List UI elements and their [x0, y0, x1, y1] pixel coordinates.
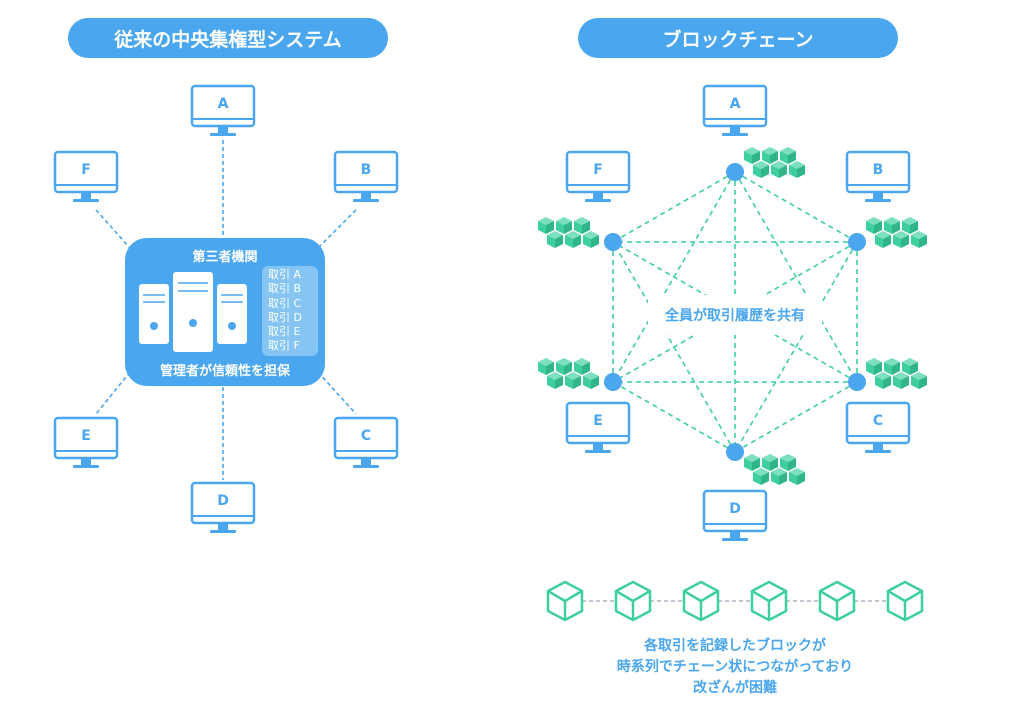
node-label-d: D: [729, 501, 741, 517]
mesh-caption-bg: [648, 295, 822, 335]
node-label-e: E: [593, 413, 603, 429]
third-party-caption: 管理者が信頼性を担保: [159, 364, 290, 379]
node-label-c: C: [360, 428, 372, 444]
chain-caption: 各取引を記録したブロックが 時系列でチェーン状につながっており 改ざんが困難: [560, 636, 910, 699]
ledger-item: 取引 E: [268, 325, 301, 339]
node-label-a: A: [729, 96, 741, 112]
ledger-panel: [262, 266, 318, 356]
third-party-title: 第三者機関: [192, 250, 258, 265]
node-label-c: C: [872, 413, 884, 429]
server-icon: [137, 270, 249, 354]
chain-caption-line: 時系列でチェーン状につながっており: [616, 659, 854, 675]
left-connectors: [95, 140, 357, 480]
ledger-list: 取引 A 取引 B 取引 C 取引 D 取引 E 取引 F: [268, 268, 316, 354]
ledger-item: 取引 B: [268, 282, 302, 296]
chain-caption-line: 各取引を記録したブロックが: [644, 638, 826, 654]
mesh-connectors: [612, 171, 858, 453]
node-label-f: F: [593, 162, 603, 178]
node-label-d: D: [217, 493, 229, 509]
ledger-item: 取引 F: [268, 339, 300, 353]
node-label-f: F: [81, 162, 91, 178]
node-label-b: B: [872, 162, 884, 178]
shared-ledger-caption: 全員が取引履歴を共有: [665, 308, 805, 324]
left-title: 従来の中央集権型システム: [68, 18, 388, 58]
node-label-e: E: [81, 428, 91, 444]
node-label-b: B: [360, 162, 372, 178]
ledger-item: 取引 C: [268, 296, 302, 310]
right-title: ブロックチェーン: [578, 18, 898, 58]
network-node-icon: [604, 163, 866, 461]
node-label-a: A: [217, 96, 229, 112]
ledger-item: 取引 D: [268, 310, 302, 324]
ledger-item: 取引 A: [268, 268, 302, 281]
chain-caption-line: 改ざんが困難: [693, 680, 777, 696]
